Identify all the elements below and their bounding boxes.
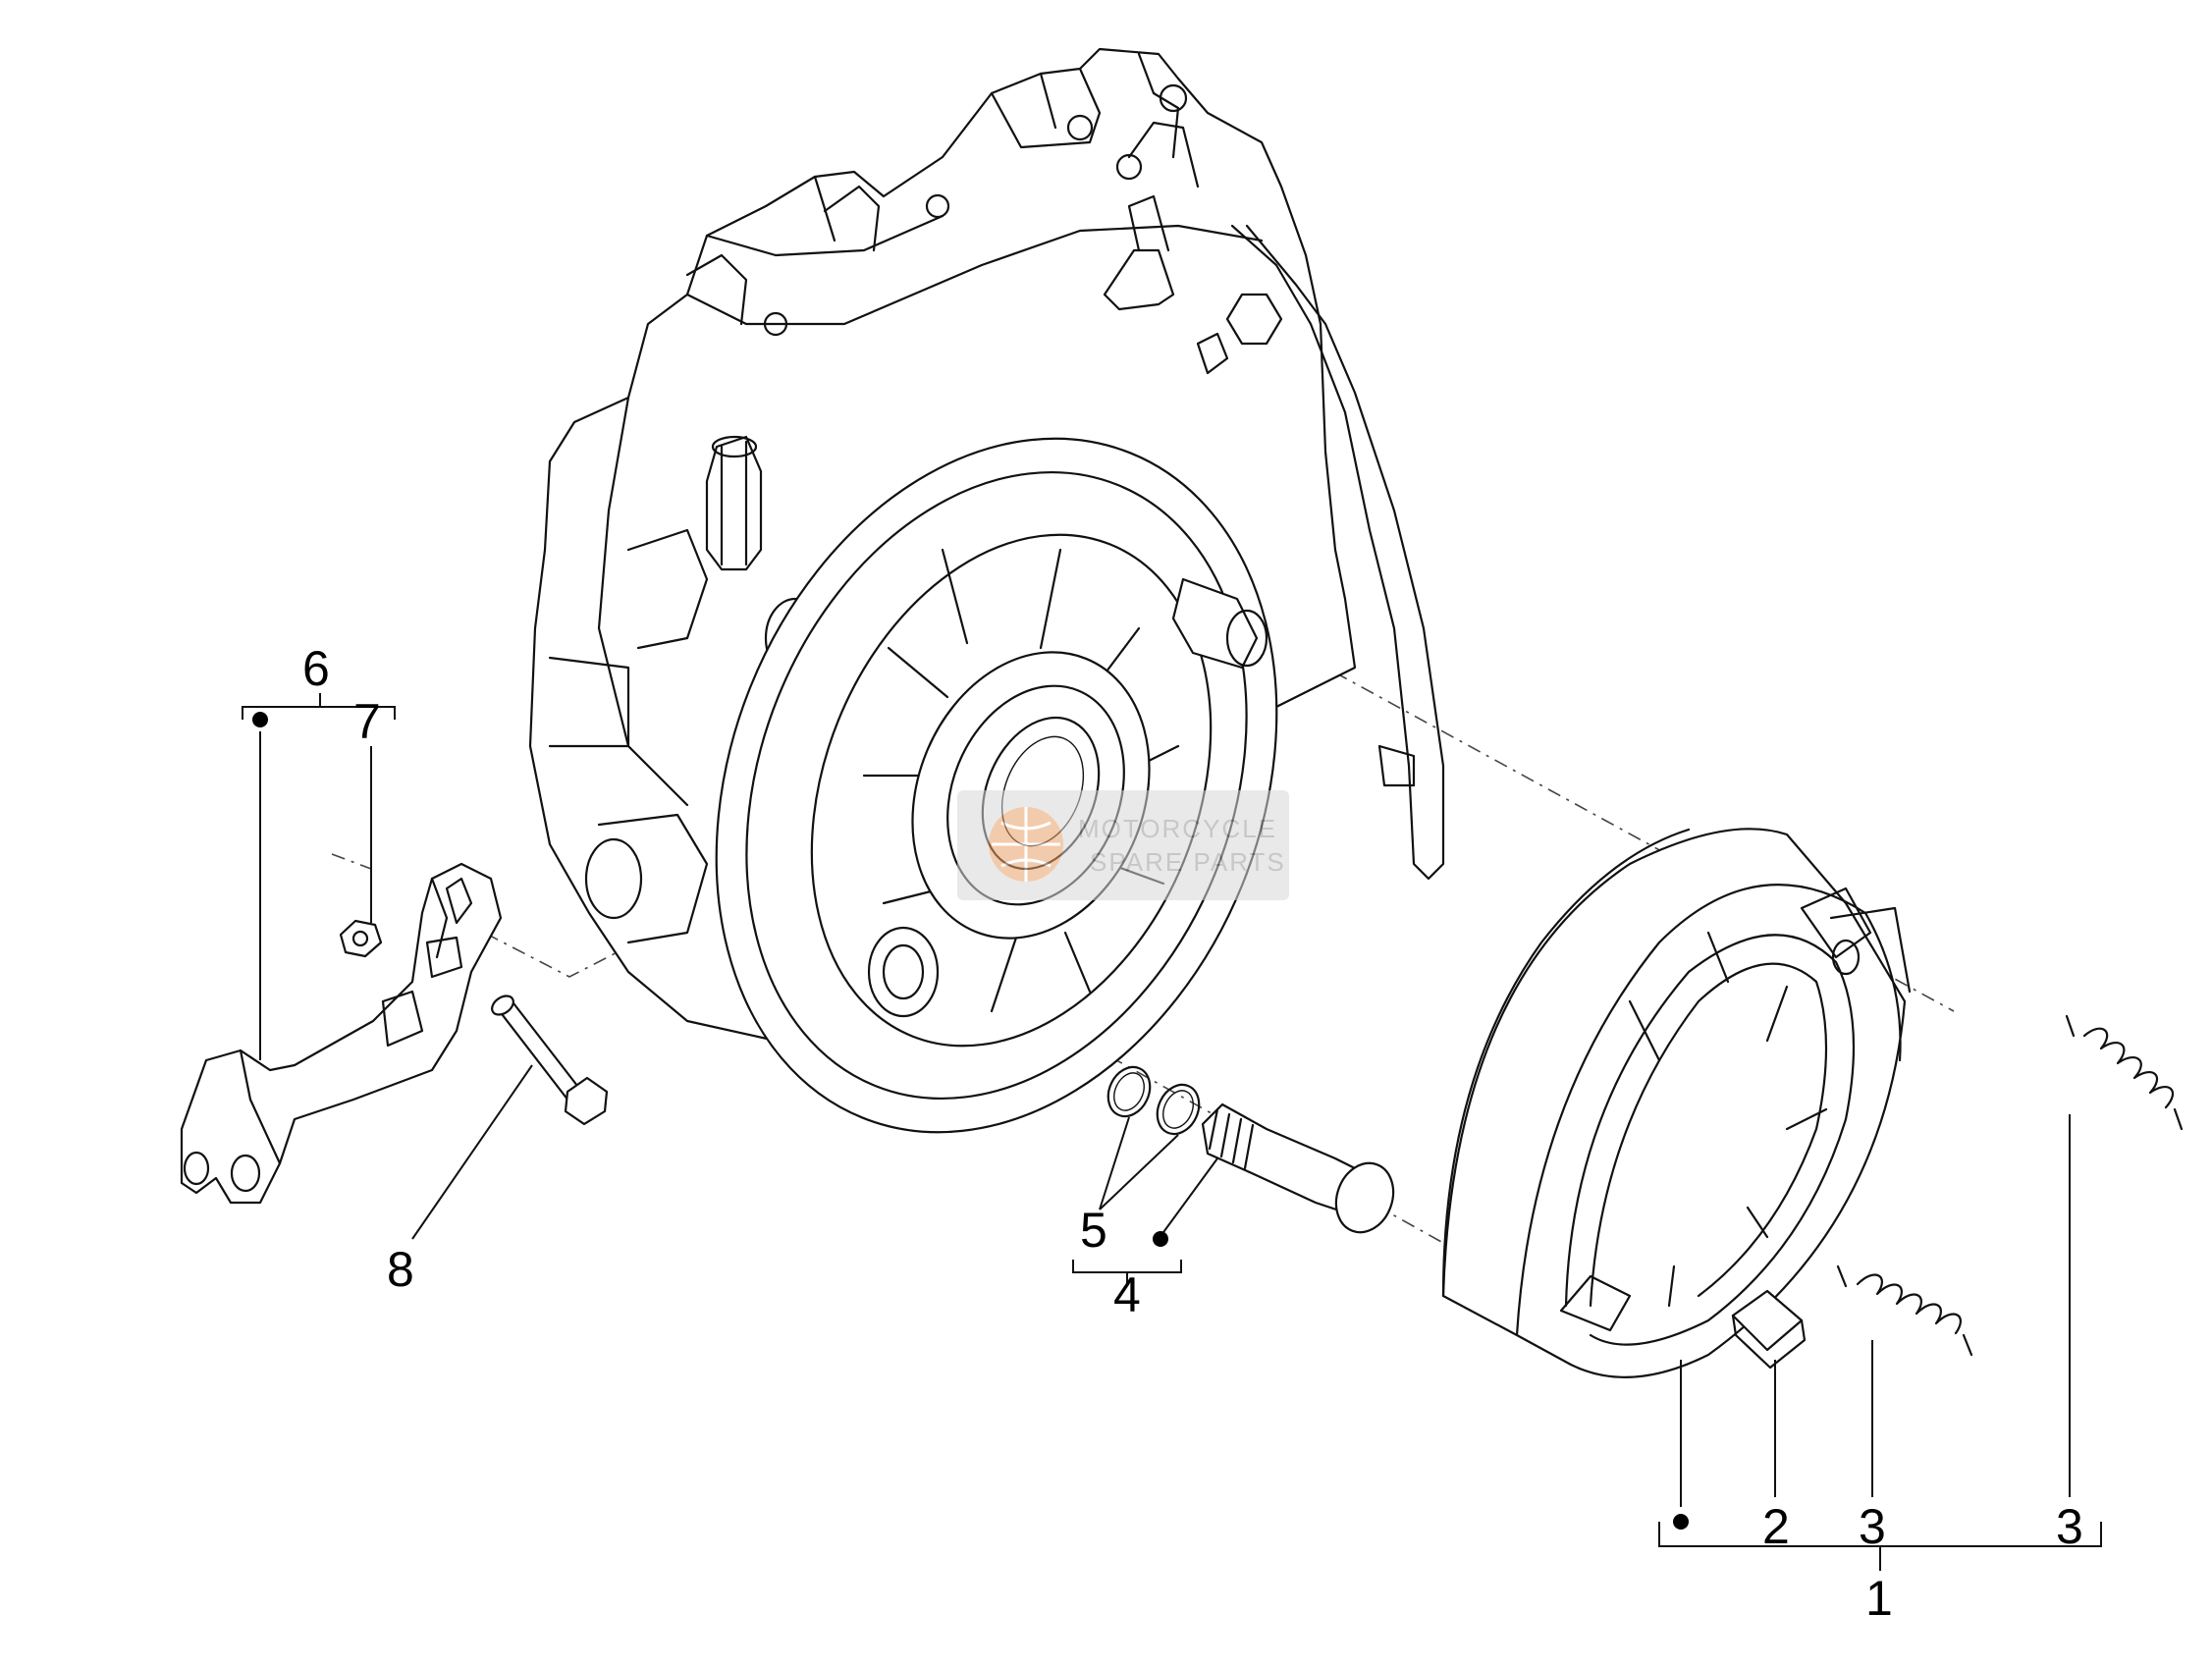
callout-3a: 3 [1859, 1499, 1886, 1554]
watermark-line2: SPARE PARTS [1090, 847, 1286, 877]
assembly-dot [1153, 1231, 1168, 1247]
spring-lower [1836, 1264, 1973, 1357]
callout-4: 4 [1113, 1267, 1141, 1322]
watermark-line1: MOTORCYCLE [1078, 814, 1277, 843]
leaders [242, 693, 2102, 1571]
callout-7: 7 [353, 694, 381, 749]
callout-2: 2 [1762, 1499, 1790, 1554]
assembly-dot [252, 712, 268, 727]
callout-6: 6 [302, 641, 330, 696]
watermark: MOTORCYCLE SPARE PARTS [957, 790, 1289, 900]
brake-shoes [1441, 828, 1912, 1378]
brake-lever [180, 862, 503, 1205]
brake-cam-shaft [1201, 1102, 1395, 1234]
spring-clip [1731, 1289, 1807, 1370]
nut [339, 919, 383, 958]
callout-8: 8 [387, 1242, 414, 1297]
callout-numbers: 1 2 3 3 4 5 6 7 8 [302, 641, 2083, 1626]
assembly-dot [1673, 1514, 1689, 1530]
bolt [491, 995, 609, 1126]
callout-3b: 3 [2056, 1499, 2083, 1554]
callout-1: 1 [1865, 1571, 1893, 1626]
callout-5: 5 [1080, 1203, 1107, 1258]
o-rings [1106, 1065, 1201, 1136]
spring-right [2065, 1014, 2184, 1131]
